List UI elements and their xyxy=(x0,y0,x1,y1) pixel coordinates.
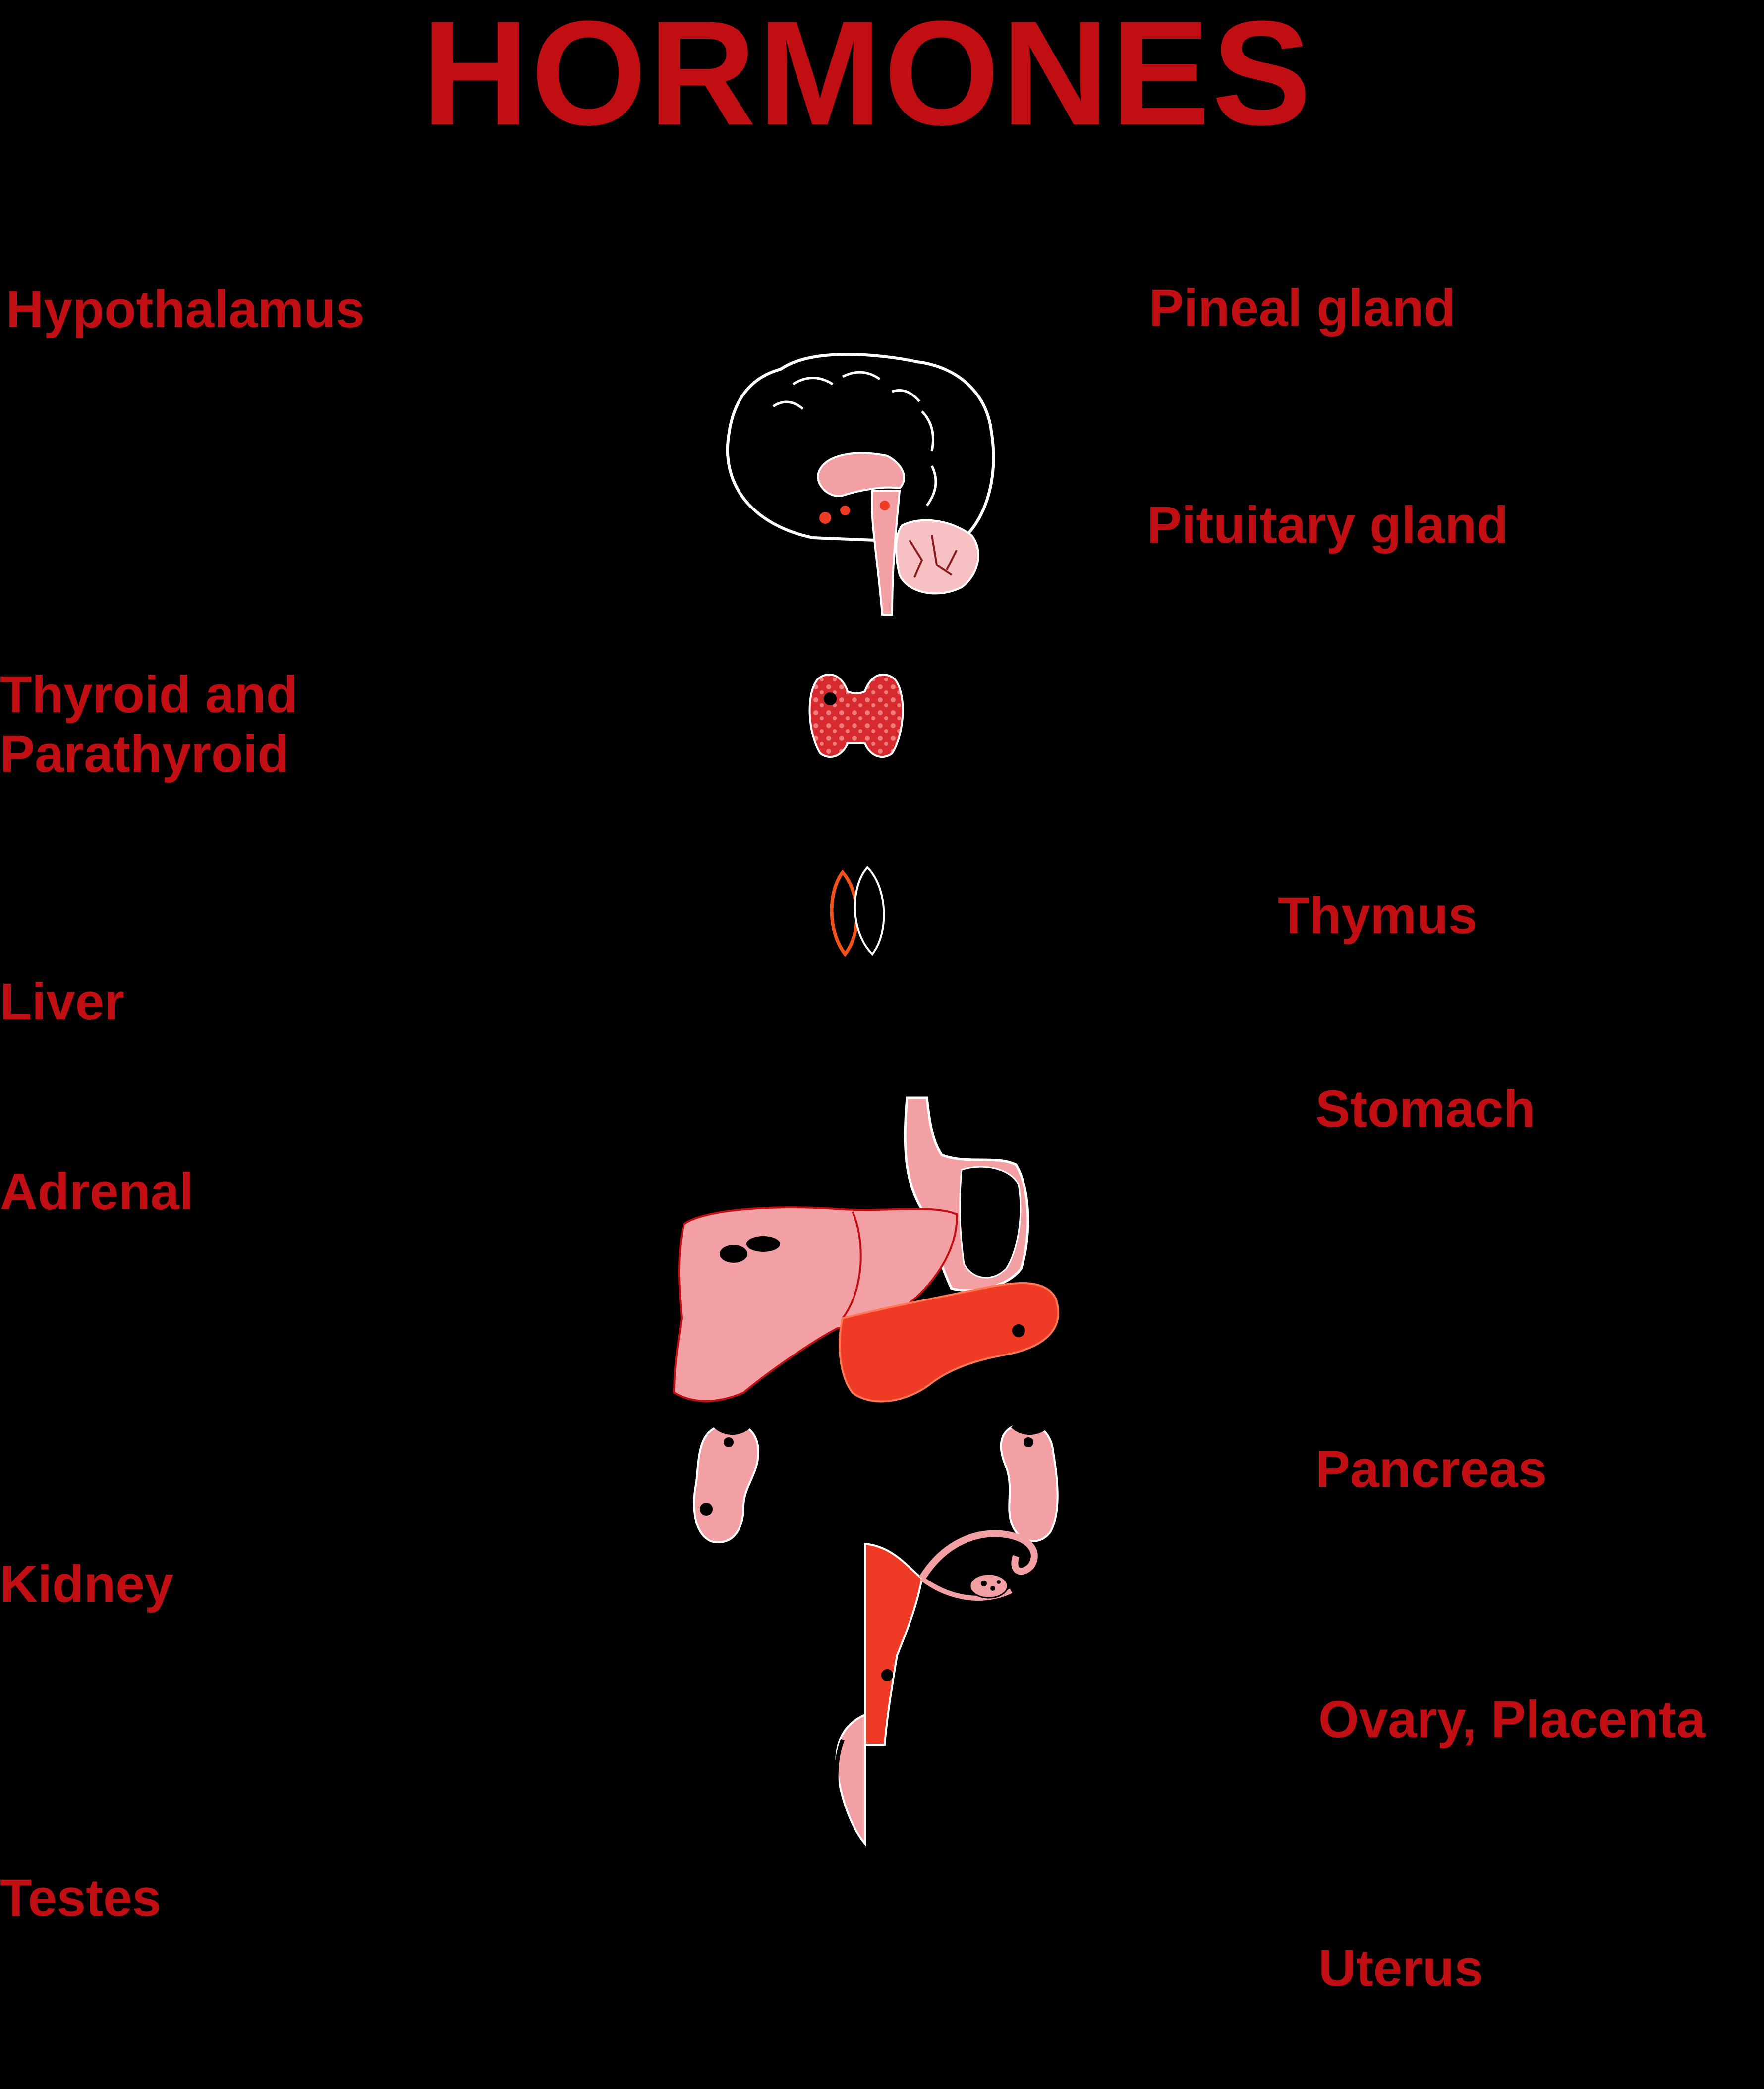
kidney-right-shape xyxy=(1000,1419,1059,1542)
kidney-left-shape xyxy=(693,1420,760,1543)
ovary-shape xyxy=(969,1573,1009,1599)
label-thyroid-line2: Parathyroid xyxy=(0,725,289,783)
label-adrenal: Adrenal xyxy=(0,1163,194,1221)
label-thymus: Thymus xyxy=(1278,887,1478,945)
label-stomach: Stomach xyxy=(1315,1080,1536,1138)
brain-shape xyxy=(726,353,995,616)
testis-shape xyxy=(834,1713,866,1847)
parathyroid-marker xyxy=(824,692,837,705)
label-liver: Liver xyxy=(0,973,124,1031)
label-hypothalamus: Hypothalamus xyxy=(6,281,365,339)
label-ovary-placenta: Ovary, Placenta xyxy=(1318,1691,1706,1749)
label-pineal-gland: Pineal gland xyxy=(1149,279,1456,337)
pancreas-shape xyxy=(839,1282,1059,1403)
pineal-marker xyxy=(880,501,890,510)
thyroid-shape xyxy=(808,673,904,758)
thymus-shape xyxy=(830,866,885,957)
pancreas-marker xyxy=(1012,1324,1025,1337)
adrenal-left xyxy=(714,1420,751,1435)
uterus-shape xyxy=(864,1530,1038,1746)
label-pancreas: Pancreas xyxy=(1315,1440,1547,1498)
label-pituitary-gland: Pituitary gland xyxy=(1147,496,1509,554)
page-title: HORMONES xyxy=(421,0,1313,156)
adrenal-right xyxy=(1011,1419,1048,1435)
label-uterus: Uterus xyxy=(1318,1939,1483,1997)
pituitary-marker xyxy=(840,506,850,515)
label-testes: Testes xyxy=(0,1869,161,1927)
hypothalamus-marker xyxy=(819,512,831,524)
label-kidney: Kidney xyxy=(0,1555,174,1613)
label-thyroid-line1: Thyroid and xyxy=(0,666,298,724)
